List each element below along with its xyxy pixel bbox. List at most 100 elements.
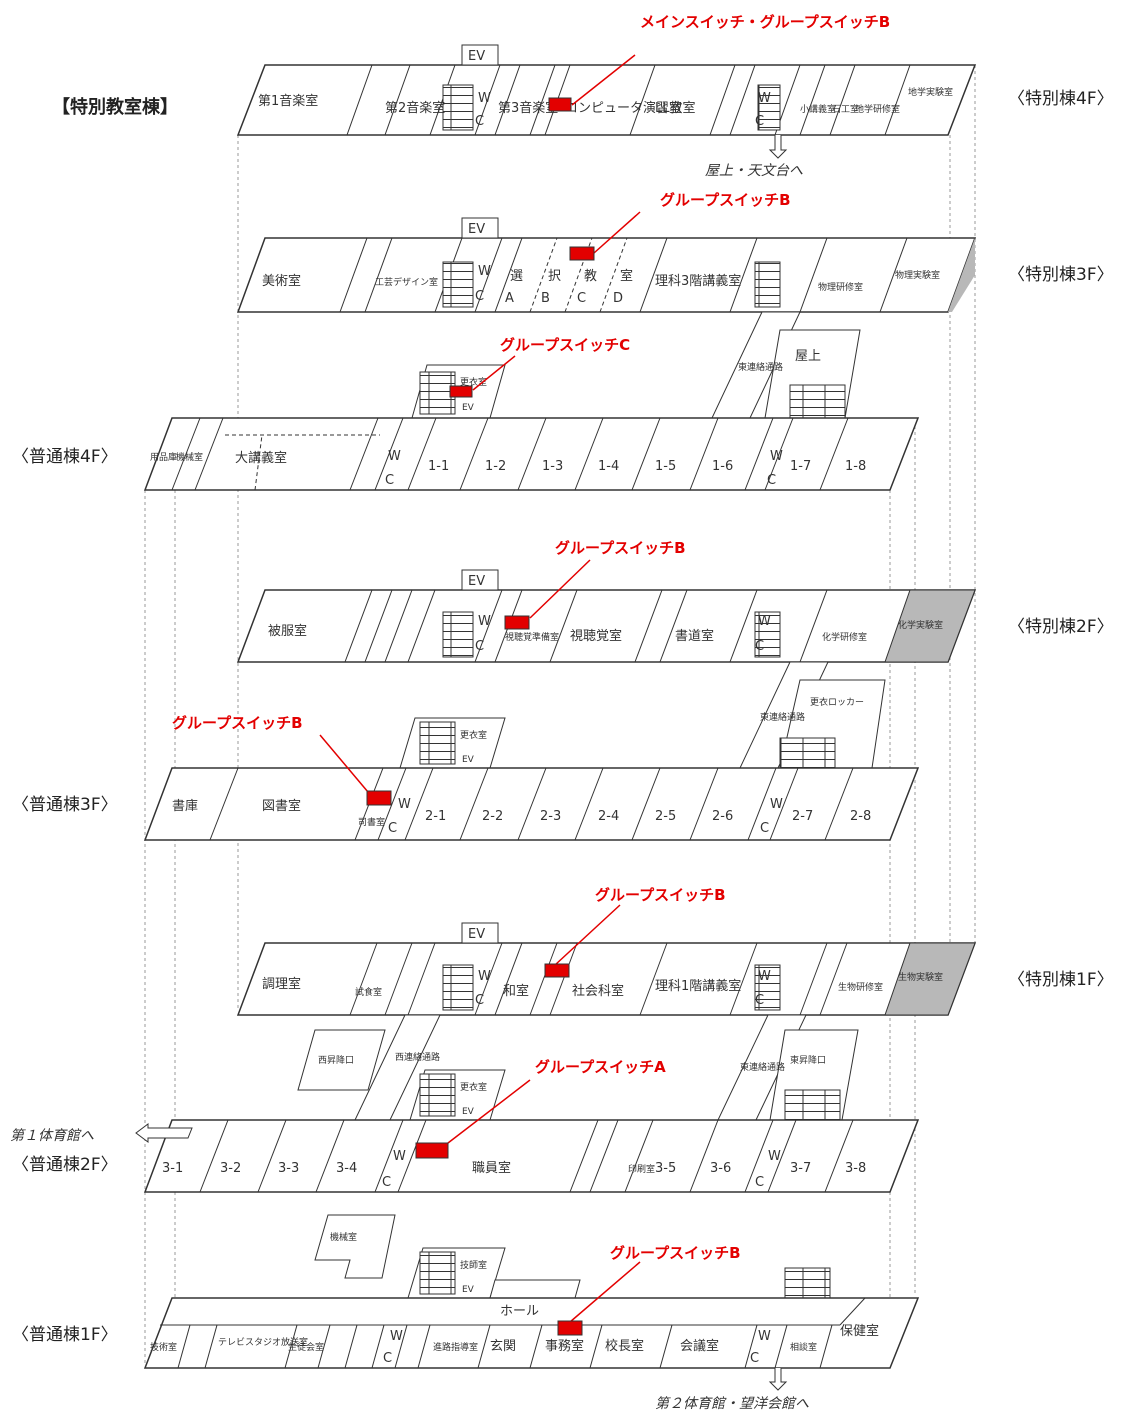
- entrance-label: 玄関: [490, 1339, 516, 1354]
- elective-4: 室: [620, 268, 633, 284]
- special-building-2f: EV 被服室 W C 視聴覚準備室 視聴覚室 書道室 W C 化学研修室 化学実…: [236, 569, 977, 663]
- room-office: 事務室: [545, 1338, 584, 1354]
- ev-label-3f: EV: [468, 222, 485, 237]
- switch-label-s2: グループスイッチB: [555, 539, 686, 557]
- switch-marker-n4: [449, 385, 473, 398]
- room-science3-lecture: 理科3階講義室: [655, 273, 741, 289]
- switch-label-s3: グループスイッチB: [660, 191, 791, 209]
- class-3-6: 3-6: [710, 1161, 731, 1176]
- room-librarian: 司書室: [358, 816, 385, 828]
- wc-c-n4: C: [385, 473, 394, 488]
- room-library: 図書室: [262, 798, 301, 814]
- switch-marker-n2: [415, 1142, 449, 1159]
- room-supplies: 用品庫: [150, 451, 177, 463]
- room-counseling: 相談室: [790, 1341, 817, 1353]
- room-art: 美術室: [262, 273, 301, 289]
- switch-label-n2: グループスイッチA: [535, 1058, 666, 1076]
- general-building-3f: 書庫 図書室 司書室 W C 2-1 2-2 2-3 2-4 2-5 2-6 W…: [143, 767, 920, 841]
- class-3-2: 3-2: [220, 1161, 241, 1176]
- room-health: 保健室: [840, 1323, 879, 1339]
- elective-3: 教: [584, 268, 597, 284]
- changing-room-3f: 更衣室: [460, 729, 487, 741]
- room-music-3: 第3音楽室: [498, 100, 558, 116]
- room-earth-lab: 地学実験室: [908, 86, 953, 98]
- wc-w-n3: W: [398, 797, 411, 812]
- general-building-4f: 用品庫 機械室 大講義室 W C 1-1 1-2 1-3 1-4 1-5 1-6…: [143, 417, 920, 491]
- class-2-8: 2-8: [850, 809, 871, 824]
- class-3-1: 3-1: [162, 1161, 183, 1176]
- wc-c-n1: C: [383, 1351, 392, 1366]
- room-japanese: 和室: [503, 983, 529, 999]
- ev-4f: EV: [462, 403, 475, 413]
- wc-c-2: C: [755, 114, 764, 129]
- class-2-3: 2-3: [540, 809, 561, 824]
- ev-2f: EV: [462, 1107, 475, 1117]
- elective-a: A: [505, 291, 514, 306]
- label-special-2f: 〈特別棟2F〉: [1008, 617, 1114, 637]
- label-general-3f: 〈普通棟3F〉: [12, 795, 118, 815]
- room-staff: 職員室: [472, 1160, 511, 1176]
- wc-w-n4: W: [388, 449, 401, 464]
- connectors-lower: 西連絡通路 西昇降口 東連絡通路 東昇降口 更衣室 EV: [297, 1014, 859, 1121]
- switch-markers: メインスイッチ・グループスイッチB グループスイッチB グループスイッチC グル…: [172, 13, 890, 1336]
- wc-w-n3-2: W: [770, 797, 783, 812]
- wc-c: C: [475, 114, 484, 129]
- class-2-2: 2-2: [482, 809, 503, 824]
- gym1-note: 第１体育館へ: [10, 1128, 94, 1144]
- room-principal: 校長室: [605, 1338, 644, 1354]
- ev-1f: EV: [462, 1285, 475, 1295]
- east-entrance-label: 東昇降口: [790, 1054, 826, 1066]
- room-computer: コンピュータ演習室: [565, 100, 682, 116]
- room-print: 印刷室: [628, 1163, 655, 1175]
- wc-c-n4-2: C: [767, 473, 776, 488]
- class-1-4: 1-4: [598, 459, 619, 474]
- general-building-2f: 3-1 3-2 3-3 3-4 W C 職員室 印刷室 3-5 3-6 W C …: [143, 1119, 920, 1193]
- label-special-1f: 〈特別棟1F〉: [1008, 970, 1114, 990]
- switch-marker-s1: [544, 963, 570, 978]
- wc-c-s1: C: [475, 993, 484, 1008]
- ev-label: EV: [468, 49, 485, 64]
- room-stacks: 書庫: [172, 799, 198, 814]
- east-corridor-label: 東連絡通路: [738, 361, 783, 373]
- room-cooking: 調理室: [262, 976, 301, 992]
- room-av-prep: 視聴覚準備室: [505, 631, 559, 643]
- ev-3f: EV: [462, 755, 475, 765]
- general-building-1f: ホール 技術室 テレビスタジオ放送室 生徒会室 W C 進路指導室 玄関 事務室…: [143, 1297, 920, 1369]
- label-special-3f: 〈特別棟3F〉: [1008, 265, 1114, 285]
- wc-w-n4-2: W: [770, 449, 783, 464]
- label-special-4f: 〈特別棟4F〉: [1008, 89, 1114, 109]
- page-title: 【特別教室棟】: [52, 96, 178, 118]
- room-calligraphy: 書道室: [675, 628, 714, 644]
- east-corridor-upper: 東連絡通路 屋上: [711, 311, 861, 419]
- wc-w-s1: W: [478, 969, 491, 984]
- label-general-2f: 〈普通棟2F〉: [12, 1155, 118, 1175]
- room-tasting: 試食室: [355, 986, 382, 998]
- label-general-4f: 〈普通棟4F〉: [12, 447, 118, 467]
- room-technical: 技術室: [150, 1341, 177, 1353]
- room-student-council: 生徒会室: [288, 1341, 324, 1353]
- room-earth-research: 地学研修室: [855, 103, 900, 115]
- switch-marker-n3: [366, 790, 392, 806]
- class-2-4: 2-4: [598, 809, 619, 824]
- east-corridor-middle: 東連絡通路 更衣ロッカー: [739, 661, 886, 769]
- room-ll: LL教室: [655, 100, 696, 116]
- class-3-5: 3-5: [655, 1161, 676, 1176]
- switch-label-n3: グループスイッチB: [172, 714, 303, 732]
- wc-w-n2: W: [393, 1149, 406, 1164]
- wc-w: W: [478, 91, 491, 106]
- room-science1-lecture: 理科1階講義室: [655, 978, 741, 994]
- elective-1: 選: [510, 269, 523, 284]
- locker-label: 更衣ロッカー: [810, 696, 864, 708]
- switch-label-s1: グループスイッチB: [595, 886, 726, 904]
- tech-room-label: 技師室: [460, 1259, 487, 1271]
- switch-label-s4: メインスイッチ・グループスイッチB: [640, 13, 890, 31]
- stair-block-3f: 更衣室 EV: [399, 717, 506, 769]
- room-clothing: 被服室: [268, 623, 307, 639]
- class-2-6: 2-6: [712, 809, 733, 824]
- elective-b: B: [541, 291, 550, 306]
- changing-room-2f: 更衣室: [460, 1081, 487, 1093]
- east-corridor-label-2: 東連絡通路: [760, 711, 805, 723]
- class-1-5: 1-5: [655, 459, 676, 474]
- wc-c-n3: C: [388, 821, 397, 836]
- class-1-3: 1-3: [542, 459, 563, 474]
